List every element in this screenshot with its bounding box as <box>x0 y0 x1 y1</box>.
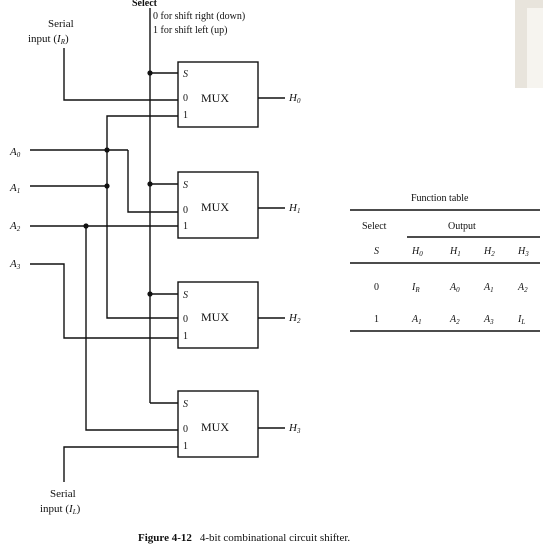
mux-0-label: MUX <box>201 91 229 105</box>
serial-in-left-line1: Serial <box>50 488 76 500</box>
junction-dot <box>147 181 153 187</box>
mux-3-pin-0: 0 <box>183 424 188 435</box>
junction-dot <box>83 223 89 229</box>
select-label: Select <box>132 0 158 9</box>
table-sub-h3: H3 <box>517 246 529 258</box>
function-table-title: Function table <box>411 193 469 204</box>
table-row-0-h1: A0 <box>449 282 460 294</box>
mux-2-pin-s: S <box>183 290 188 301</box>
table-col-output: Output <box>448 221 476 232</box>
table-sub-h2: H2 <box>483 246 495 258</box>
mux-1-pin-0: 0 <box>183 205 188 216</box>
a2-to-mux3-in0 <box>85 226 178 431</box>
table-row-0-s: 0 <box>374 282 379 293</box>
table-row-1-h2: A3 <box>483 314 494 326</box>
serial-in-right-line2: input (IR) <box>28 33 69 46</box>
input-a0-label: A0 <box>9 146 21 159</box>
input-a3-wire <box>30 263 178 339</box>
mux-2-pin-0: 0 <box>183 314 188 325</box>
serial-in-left-wire <box>63 446 178 482</box>
a0-to-mux1-in0 <box>127 150 178 213</box>
table-row-1-h1: A2 <box>449 314 460 326</box>
input-a1-label: A1 <box>9 182 20 195</box>
mux-0-pin-1: 1 <box>183 110 188 121</box>
junction-dot <box>147 70 153 76</box>
photo-corner-highlight <box>527 8 543 88</box>
table-row-0-h3: A2 <box>517 282 528 294</box>
output-h1-label: H1 <box>288 202 300 215</box>
mux-2-label: MUX <box>201 310 229 324</box>
serial-in-right-line1: Serial <box>48 18 74 30</box>
junction-dot <box>147 291 153 297</box>
input-a2-label: A2 <box>9 220 21 233</box>
mux-2-box <box>177 281 259 349</box>
table-row-1-h3: IL <box>517 314 525 326</box>
mux-0-box <box>177 61 259 128</box>
table-row-0-h2: A1 <box>483 282 494 294</box>
serial-in-right-wire <box>63 48 178 101</box>
select-note-0: 0 for shift right (down) <box>153 11 245 22</box>
mux-1-label: MUX <box>201 200 229 214</box>
table-sub-h1: H1 <box>449 246 461 258</box>
mux-1-box <box>177 171 259 239</box>
table-row-1-s: 1 <box>374 314 379 325</box>
output-h2-label: H2 <box>288 312 301 325</box>
output-h3-label: H3 <box>288 422 301 435</box>
input-a3-label: A3 <box>9 258 21 271</box>
output-h0-label: H0 <box>288 92 301 105</box>
select-note-1: 1 for shift left (up) <box>153 25 227 36</box>
table-sub-s: S <box>374 246 379 257</box>
mux-1-pin-s: S <box>183 180 188 191</box>
a0-to-mux0-in1 <box>106 115 178 150</box>
mux-1-pin-1: 1 <box>183 221 188 232</box>
mux-0-pin-0: 0 <box>183 93 188 104</box>
mux-0-pin-s: S <box>183 69 188 80</box>
mux-3-box <box>177 390 259 458</box>
junction-dot <box>104 183 110 189</box>
a1-to-mux2-in0 <box>106 150 178 319</box>
serial-in-left-line2: input (IL) <box>40 503 81 516</box>
table-row-1-h0: A1 <box>411 314 422 326</box>
mux-3-pin-s: S <box>183 399 188 410</box>
table-col-select: Select <box>362 221 387 232</box>
mux-3-label: MUX <box>201 420 229 434</box>
table-sub-h0: H0 <box>411 246 423 258</box>
mux-3-pin-1: 1 <box>183 441 188 452</box>
table-row-0-h0: IR <box>411 282 420 294</box>
mux-2-pin-1: 1 <box>183 331 188 342</box>
